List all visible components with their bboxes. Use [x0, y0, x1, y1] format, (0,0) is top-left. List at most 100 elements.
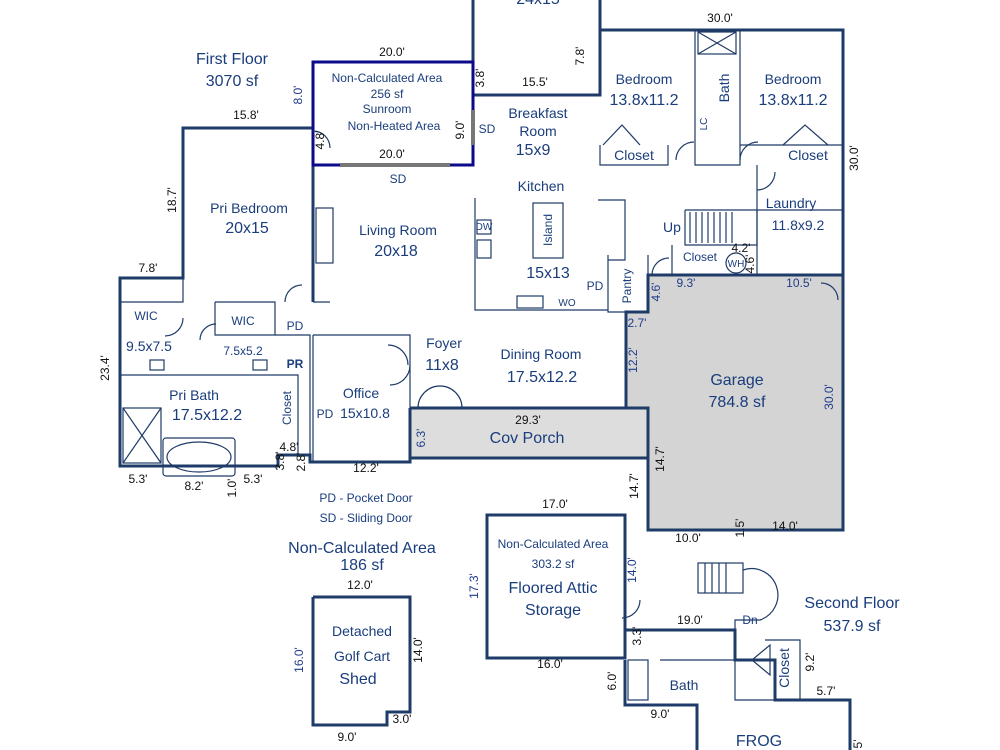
dim-93: 9.3': [677, 276, 696, 290]
garage-fill: [626, 275, 843, 530]
garage-area: 784.8 sf: [709, 394, 766, 411]
dim-78b: 7.8': [139, 261, 158, 275]
sunroom-area: 256 sf: [371, 87, 404, 101]
bedroom1-size: 13.8x11.2: [609, 92, 678, 109]
dim-shed-14: 14.0': [411, 637, 425, 663]
water-heater: [725, 252, 747, 274]
door-swings: [164, 124, 839, 677]
pri-bedroom-size: 20x15: [225, 220, 269, 237]
dim-attic-17: 17.0': [542, 497, 568, 511]
foyer-name: Foyer: [426, 335, 462, 351]
dim-105: 10.5': [786, 276, 812, 290]
dim-33: 3.3': [630, 627, 644, 646]
bedroom-walls: [599, 145, 669, 166]
wh-label: WH: [728, 259, 745, 270]
top-room-size: 24x15: [516, 0, 560, 8]
bath2-label: Bath: [670, 677, 699, 693]
fireplace: [315, 207, 334, 264]
second-floor-area: 537.9 sf: [824, 618, 881, 635]
pri-bedroom-walls: [118, 126, 412, 468]
pri-bedroom-name: Pri Bedroom: [210, 200, 288, 216]
office-name: Office: [343, 385, 380, 401]
bath2-walls: [660, 659, 775, 701]
dim-53b: 5.3': [244, 472, 263, 486]
pr-label: PR: [287, 357, 304, 371]
laundry-name: Laundry: [766, 195, 817, 211]
dim-30g: 30.0': [822, 384, 836, 410]
office-walls: [313, 334, 411, 408]
shed-walls: [311, 595, 412, 727]
closet-d-label: Closet: [280, 390, 294, 425]
shed-line2: Golf Cart: [334, 648, 390, 664]
dim-293: 29.3': [515, 413, 541, 427]
shed-area-title: Non-Calculated Area: [288, 540, 436, 557]
second-floor-title: Second Floor: [804, 595, 900, 612]
dim-78: 7.8': [573, 47, 587, 66]
dim-122g: 12.2': [626, 347, 640, 373]
dim-15: 1.5': [733, 519, 747, 538]
attic-line2: Storage: [525, 602, 581, 619]
closet-e-walls: [765, 639, 801, 700]
dim-155: 15.5': [522, 75, 548, 89]
closet-d-walls: [275, 374, 299, 455]
dim-53a: 5.3': [129, 472, 148, 486]
sunroom-note: Non-Heated Area: [348, 119, 441, 133]
dim-234: 23.4': [98, 355, 112, 381]
attic-title: Non-Calculated Area: [498, 537, 609, 551]
dim-158: 15.8': [233, 108, 259, 122]
kitchen-counter-left: [474, 198, 608, 311]
dim-19: 19.0': [677, 613, 703, 627]
dim-42: 4.2': [732, 241, 751, 255]
closet-e-label: Closet: [776, 648, 792, 688]
closet-b-label: Closet: [788, 147, 828, 163]
first-floor-area: 3070 sf: [206, 73, 259, 90]
wic-walls: [120, 278, 184, 303]
frog-label: FROG: [736, 733, 782, 750]
dim-sun-9: 9.0': [453, 121, 467, 140]
garage-name: Garage: [710, 372, 763, 389]
bedroom2-size: 13.8x11.2: [758, 92, 827, 109]
dim-38b: 3.8': [273, 452, 287, 471]
dim-sun-20: 20.0': [379, 45, 405, 59]
wic1-size: 9.5x7.5: [126, 338, 172, 354]
closet-c-walls: [671, 245, 757, 276]
legend-sd: SD - Sliding Door: [320, 511, 413, 525]
bath-walls: [694, 30, 741, 166]
stairs-down: [697, 562, 779, 640]
sd-breakfast: SD: [479, 122, 496, 136]
lc-label: LC: [699, 118, 710, 131]
shed-line1: Detached: [332, 623, 392, 639]
living-size: 20x18: [374, 243, 418, 260]
dim-shed-3: 3.0': [393, 712, 412, 726]
dim-46b: 4.6': [649, 283, 663, 302]
porch-fill: [410, 408, 648, 458]
closet-a-label: Closet: [614, 147, 654, 163]
stairs-up: [689, 212, 733, 243]
shower: [122, 407, 162, 464]
dim-30-right: 30.0': [847, 145, 861, 171]
laundry-size: 11.8x9.2: [772, 217, 825, 233]
office-pd: PD: [317, 407, 334, 421]
dim-147a: 14.7': [627, 473, 641, 499]
shed-area-value: 186 sf: [340, 557, 384, 574]
tub: [162, 437, 236, 477]
dim-top-30: 30.0': [707, 11, 733, 25]
breakfast-size: 15x9: [516, 142, 551, 159]
breakfast-name: Breakfast: [508, 105, 567, 121]
stair-walls: [684, 209, 758, 246]
dn-label: Dn: [742, 613, 757, 627]
sink-2: [252, 359, 268, 371]
pd-label-1: PD: [287, 319, 304, 333]
dim-122: 12.2': [353, 461, 379, 475]
shower-top-x2: [697, 31, 737, 55]
dining-size: 17.5x12.2: [507, 369, 577, 386]
attic-line1: Floored Attic: [509, 580, 598, 597]
dim-147b: 14.7': [653, 446, 667, 472]
dim-48b: 4.8': [280, 440, 299, 454]
east-wing-walls: [598, 28, 845, 275]
dim-38: 3.8': [473, 69, 487, 88]
shower-x2: [122, 407, 162, 464]
sd-living: SD: [390, 172, 407, 186]
dim-92: 9.2': [803, 653, 817, 672]
foyer-size: 11x8: [425, 357, 459, 374]
